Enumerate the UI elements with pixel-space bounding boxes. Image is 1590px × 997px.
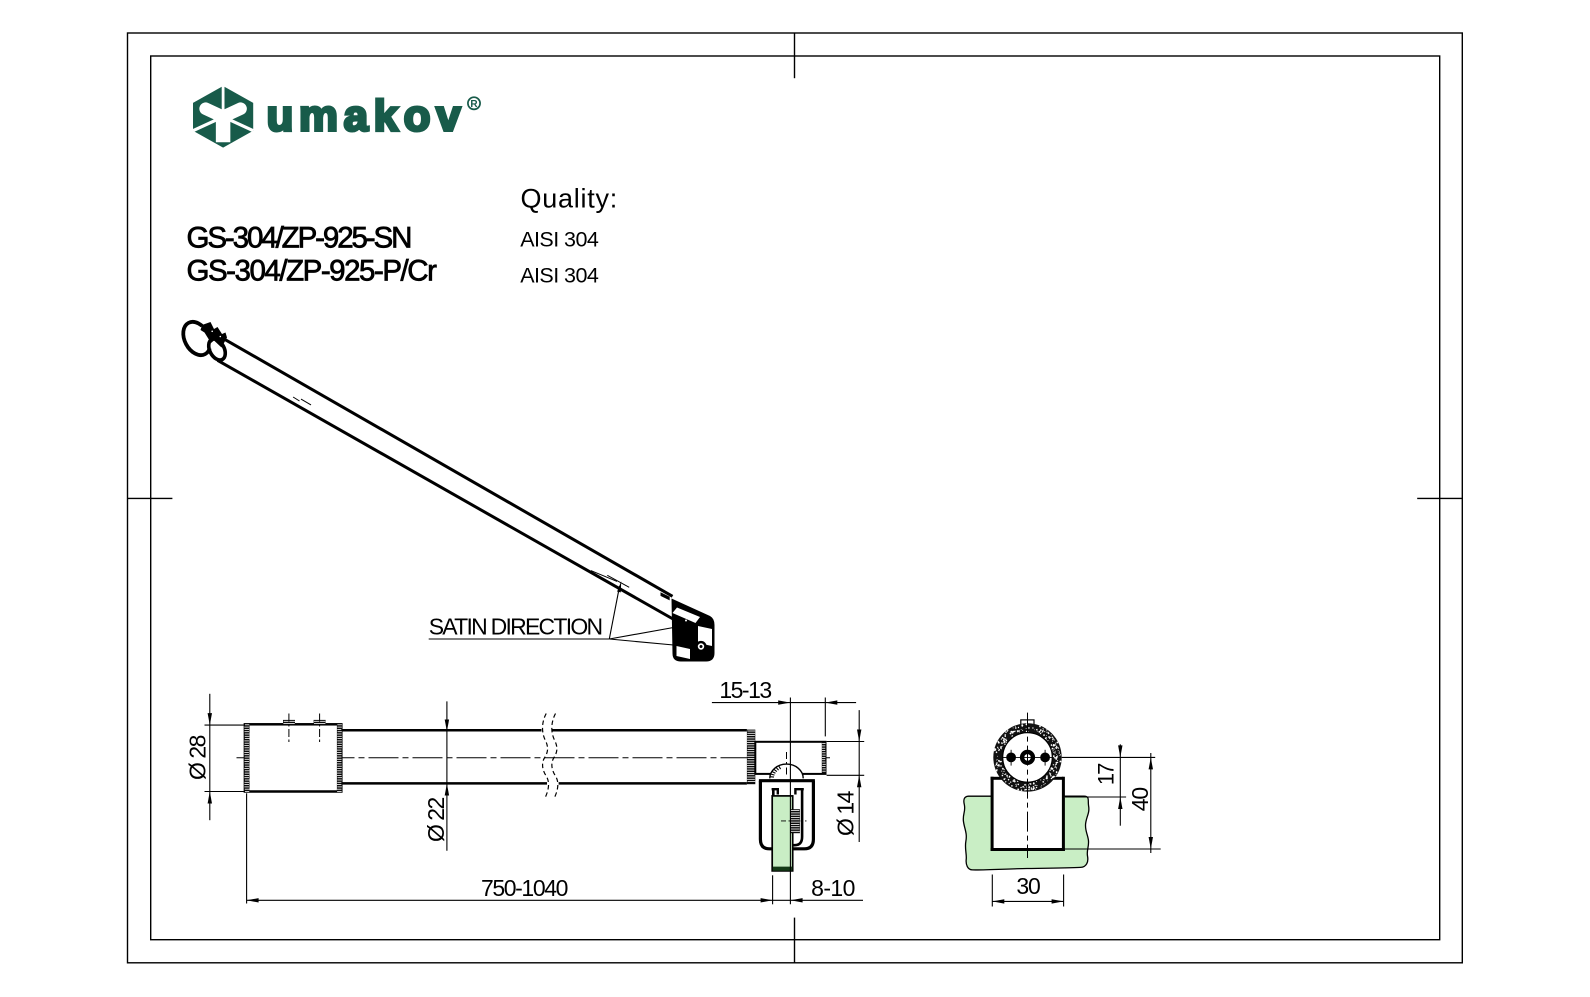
svg-text:15-13: 15-13 [719,677,771,703]
svg-text:30: 30 [1016,873,1040,899]
svg-text:750-1040: 750-1040 [481,875,568,901]
svg-text:AISI 304: AISI 304 [520,227,599,251]
svg-text:Ø 14: Ø 14 [833,790,859,836]
svg-text:SATIN DIRECTION: SATIN DIRECTION [429,614,602,640]
svg-text:Ø 22: Ø 22 [423,797,449,842]
svg-text:8-10: 8-10 [811,875,855,901]
svg-text:AISI 304: AISI 304 [520,264,599,288]
svg-text:40: 40 [1127,788,1153,812]
svg-text:umakov: umakov [267,91,467,140]
svg-text:Quality:: Quality: [521,183,619,213]
svg-text:Ø 28: Ø 28 [185,735,211,780]
svg-text:R: R [470,99,478,110]
svg-text:17: 17 [1094,763,1119,785]
svg-text:GS-304/ZP-925-SN: GS-304/ZP-925-SN [187,221,411,254]
svg-text:GS-304/ZP-925-P/Cr: GS-304/ZP-925-P/Cr [187,254,438,287]
